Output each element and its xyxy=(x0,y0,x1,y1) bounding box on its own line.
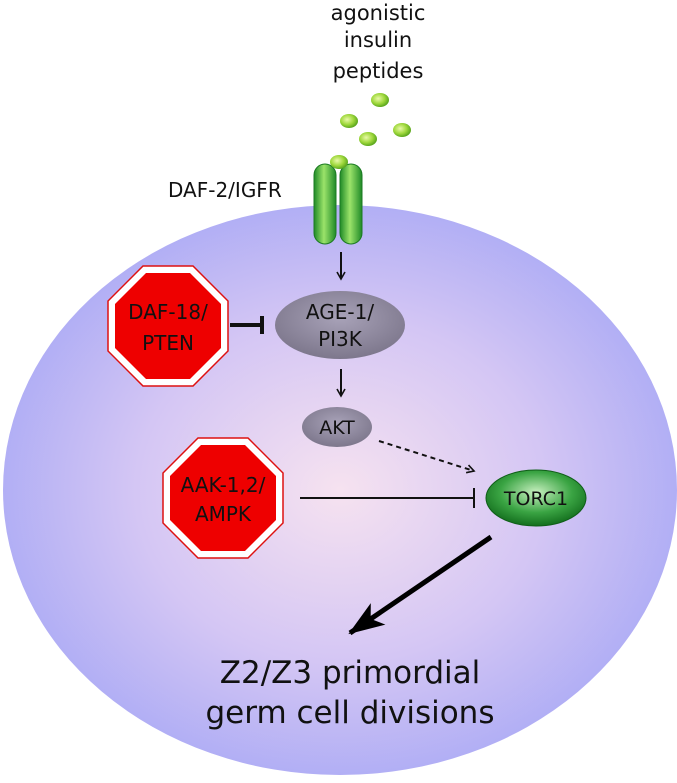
akt-label: AKT xyxy=(319,417,355,439)
insulin-peptide xyxy=(340,114,358,128)
aak-label-line-1: AAK-1,2/ xyxy=(181,473,266,497)
ligand-label-line-3: peptides xyxy=(333,59,424,83)
age1-label-line-1: AGE-1/ xyxy=(306,300,374,324)
torc1-node xyxy=(485,469,587,527)
insulin-peptide xyxy=(371,93,389,107)
torc1-label: TORC1 xyxy=(503,488,568,510)
daf18-label-line-2: PTEN xyxy=(142,331,194,355)
aak-ampk-stop-sign xyxy=(162,437,284,559)
inhibition-daf18-age1 xyxy=(230,316,264,334)
receptor-label: DAF-2/IGFR xyxy=(168,178,282,202)
akt-node xyxy=(302,407,372,447)
ligand-label-line-1: agonistic xyxy=(331,1,426,25)
arrow-torc1-to-outcome xyxy=(348,534,493,636)
aak-label-line-2: AMPK xyxy=(195,502,252,526)
ligand-label-line-2: insulin xyxy=(344,28,412,52)
insulin-peptide xyxy=(393,123,411,137)
age1-pi3k-node xyxy=(275,291,405,359)
daf18-pten-stop-sign xyxy=(107,265,229,387)
inhibition-aak-torc1 xyxy=(300,488,475,508)
outcome-label-line-1: Z2/Z3 primordial xyxy=(220,655,481,691)
outcome-label-line-2: germ cell divisions xyxy=(206,695,495,731)
age1-label-line-2: PI3K xyxy=(318,327,363,351)
daf18-label-line-1: DAF-18/ xyxy=(128,300,208,324)
insulin-peptide xyxy=(359,132,377,146)
daf2-receptor xyxy=(313,155,363,245)
arrow-akt-to-torc1 xyxy=(378,440,476,474)
